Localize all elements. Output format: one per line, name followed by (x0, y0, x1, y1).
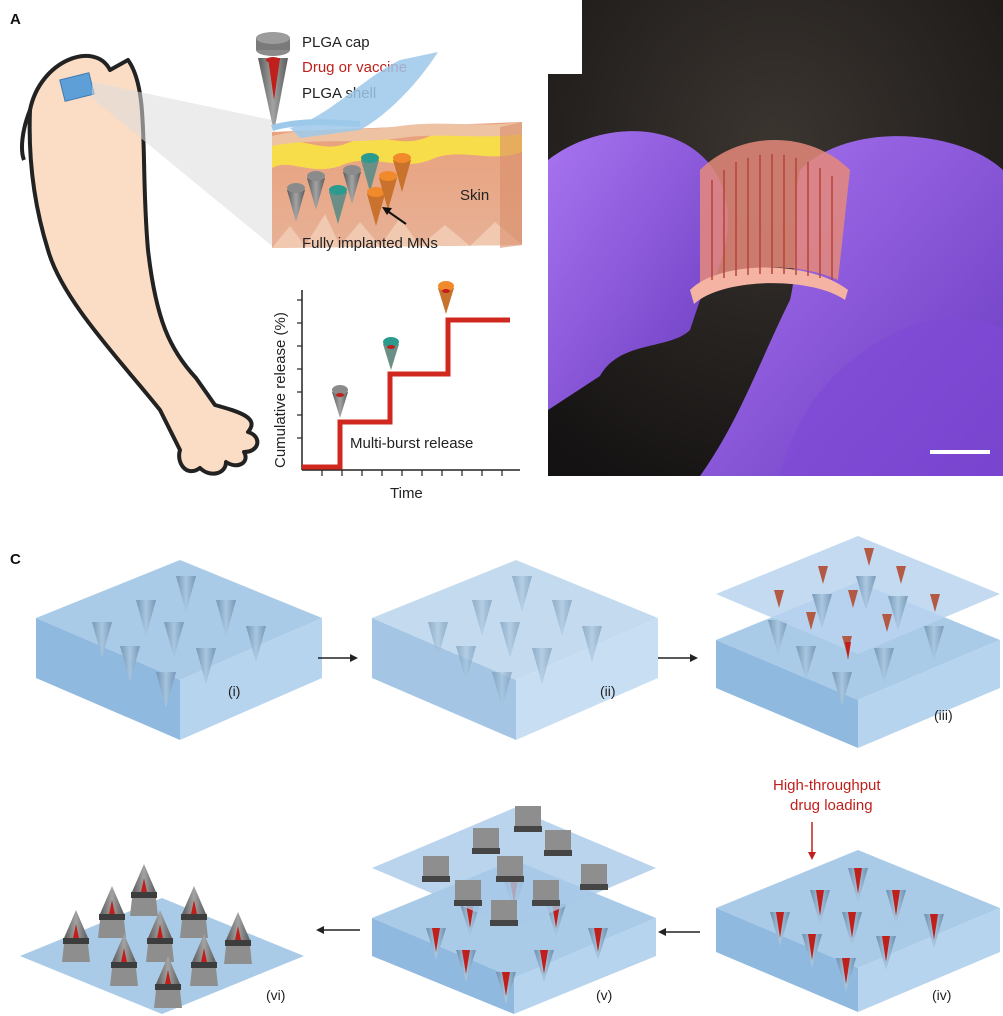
arrow-i-ii-head (350, 654, 358, 662)
arrow-iv-v-head (658, 928, 666, 936)
release-plot: Cumulative release (%) Time Multi-burst … (272, 281, 520, 502)
burst-marker-3 (438, 281, 454, 314)
panel-c: C (i) (ii) (10, 536, 1000, 1014)
loading-label-1: High-throughput (773, 777, 881, 794)
microneedle-legend-icon (256, 32, 290, 132)
plot-xlabel: Time (390, 485, 423, 502)
burst-marker-2 (383, 337, 399, 370)
implant-label: Fully implanted MNs (302, 235, 438, 252)
arrow-v-vi-head (316, 926, 324, 934)
panel-a: A PLGA cap Drug or vaccine PLGA shell (10, 11, 522, 502)
loading-label-2: drug loading (790, 797, 873, 814)
step-label-vi: (vi) (266, 987, 285, 1003)
skin-label: Skin (460, 187, 489, 204)
plot-annotation: Multi-burst release (350, 435, 473, 452)
step-label-iv: (iv) (932, 987, 951, 1003)
panel-a-letter: A (10, 11, 21, 28)
legend-plga-cap: PLGA cap (302, 34, 370, 51)
burst-marker-1 (332, 385, 348, 418)
plot-x-ticks (322, 470, 502, 476)
loading-arrowhead (808, 852, 816, 860)
mold-step-ii (372, 560, 658, 740)
panel-c-letter: C (10, 551, 21, 568)
step-label-v: (v) (596, 987, 612, 1003)
step-label-i: (i) (228, 683, 240, 699)
plot-ylabel: Cumulative release (%) (272, 312, 289, 468)
mold-step-i (36, 560, 322, 740)
step-label-ii: (ii) (600, 683, 616, 699)
mold-step-iv (716, 850, 1000, 1012)
scale-bar (930, 450, 990, 454)
panel-b: B (548, 0, 1003, 476)
mold-step-v (372, 806, 656, 1014)
photo-letter-inset (548, 0, 582, 74)
arrow-ii-iii-head (690, 654, 698, 662)
mold-step-iii (716, 536, 1000, 748)
mold-step-vi (20, 864, 304, 1014)
microneedle-patch-photo (690, 140, 850, 304)
step-label-iii: (iii) (934, 707, 953, 723)
